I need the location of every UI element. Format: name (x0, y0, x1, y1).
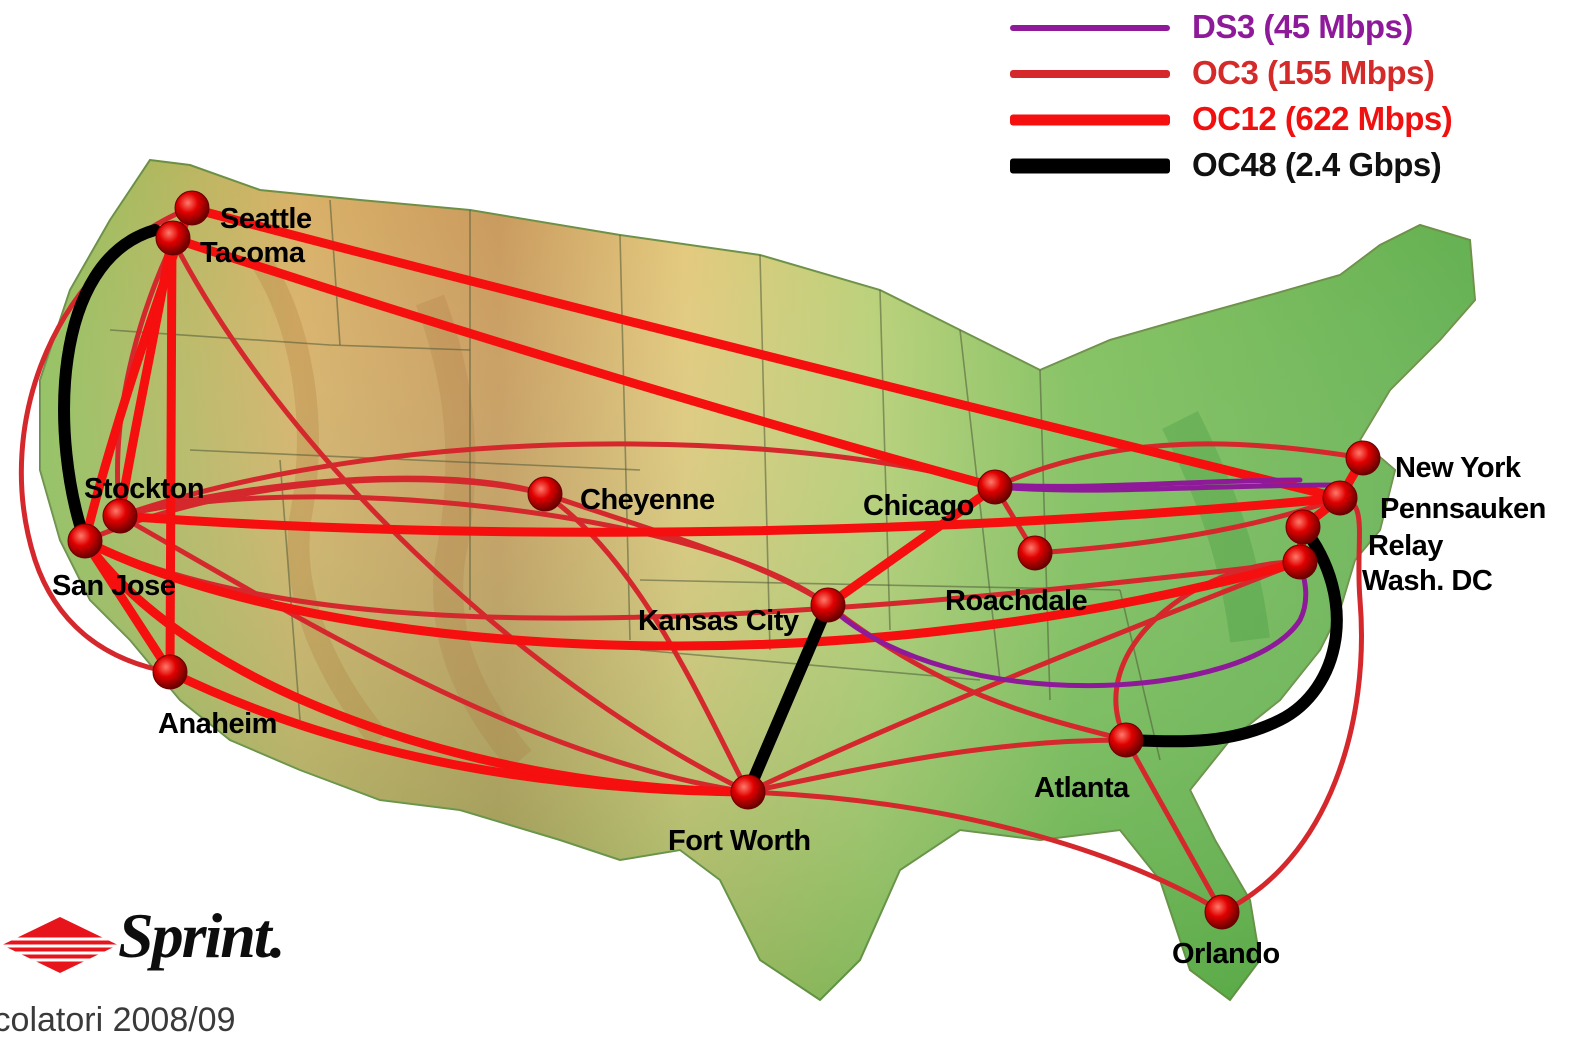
node-seattle (174, 190, 210, 226)
city-label-fort-worth: Fort Worth (668, 825, 811, 857)
link-oc3 (117, 441, 998, 519)
legend-swatch-oc48 (1010, 158, 1170, 174)
city-label-roachdale: Roachdale (945, 585, 1088, 617)
legend-row-ds3: DS3 (45 Mbps) (1010, 5, 1530, 51)
node-tacoma (155, 220, 191, 256)
link-oc3 (745, 737, 1129, 795)
link-oc12 (823, 482, 1000, 610)
node-cheyenne (527, 476, 563, 512)
link-oc3 (745, 789, 1225, 915)
node-anaheim (152, 654, 188, 690)
city-labels: Seattle Tacoma Stockton San Jose Anaheim… (52, 203, 1546, 970)
node-kansas-city (810, 587, 846, 623)
node-san-jose (67, 523, 103, 559)
link-ds3 (992, 477, 1303, 489)
link-oc3 (1219, 495, 1364, 915)
sprint-wordmark: Sprint. (118, 900, 286, 971)
city-label-atlanta: Atlanta (1034, 772, 1130, 804)
sprint-diamond-icon (0, 917, 120, 973)
city-label-tacoma: Tacoma (200, 237, 306, 269)
city-label-wash-dc: Wash. DC (1362, 565, 1493, 597)
oc12-links (80, 203, 1368, 797)
city-label-relay: Relay (1368, 530, 1443, 562)
link-oc3 (1123, 737, 1225, 915)
link-oc3 (542, 491, 751, 795)
node-roachdale (1017, 535, 1053, 571)
city-label-kansas-city: Kansas City (638, 605, 799, 637)
node-atlanta (1108, 722, 1144, 758)
legend-label-oc3: OC3 (155 Mbps) (1192, 54, 1435, 92)
city-label-anaheim: Anaheim (158, 708, 277, 740)
link-oc12 (115, 233, 177, 521)
link-oc12 (80, 536, 1305, 651)
link-oc12 (185, 203, 1345, 503)
footer-credit: lcolatori 2008/09 (0, 1001, 236, 1039)
node-orlando (1204, 894, 1240, 930)
legend-row-oc3: OC3 (155 Mbps) (1010, 51, 1530, 97)
legend-row-oc48: OC48 (2.4 Gbps) (1010, 143, 1530, 189)
link-legend: DS3 (45 Mbps) OC3 (155 Mbps) OC12 (622 M… (1010, 5, 1530, 189)
us-landmass (39, 158, 1477, 1002)
link-oc48 (1120, 521, 1343, 748)
link-oc12 (115, 493, 1345, 537)
node-pennsauken (1322, 480, 1358, 516)
city-label-seattle: Seattle (220, 203, 312, 235)
link-oc12 (165, 233, 177, 677)
link-ds3 (825, 559, 1309, 689)
network-nodes (67, 190, 1381, 930)
city-label-cheyenne: Cheyenne (580, 484, 715, 516)
node-chicago (977, 469, 1013, 505)
link-oc3 (992, 441, 1366, 490)
oc3-links (18, 205, 1366, 915)
city-label-chicago: Chicago (863, 490, 974, 522)
network-links (18, 203, 1368, 915)
node-fort-worth (730, 774, 766, 810)
node-stockton (102, 498, 138, 534)
ds3-links (825, 477, 1343, 689)
legend-row-oc12: OC12 (622 Mbps) (1010, 97, 1530, 143)
link-oc3 (117, 513, 751, 795)
city-label-pennsauken: Pennsauken (1380, 493, 1546, 525)
legend-swatch-oc12 (1010, 114, 1170, 126)
node-new-york (1345, 440, 1381, 476)
node-relay (1285, 509, 1321, 545)
link-oc48 (742, 599, 834, 798)
link-oc3 (1113, 559, 1303, 743)
legend-label-ds3: DS3 (45 Mbps) (1192, 8, 1413, 46)
link-oc48 (58, 224, 161, 547)
oc48-links (58, 224, 1343, 798)
link-oc3 (542, 491, 831, 608)
city-label-new-york: New York (1395, 452, 1522, 484)
link-oc3 (169, 235, 751, 795)
link-oc12 (80, 536, 753, 797)
sprint-logo: Sprint. (0, 900, 286, 980)
link-ds3 (992, 482, 1343, 493)
legend-swatch-ds3 (1010, 25, 1170, 31)
city-label-stockton: Stockton (84, 473, 204, 505)
link-oc12 (167, 233, 1000, 492)
city-label-orlando: Orlando (1172, 938, 1280, 970)
node-wash-dc (1282, 544, 1318, 580)
city-label-san-jose: San Jose (52, 570, 176, 602)
legend-label-oc48: OC48 (2.4 Gbps) (1192, 146, 1442, 184)
legend-swatch-oc3 (1010, 70, 1170, 78)
legend-label-oc12: OC12 (622 Mbps) (1192, 100, 1453, 138)
